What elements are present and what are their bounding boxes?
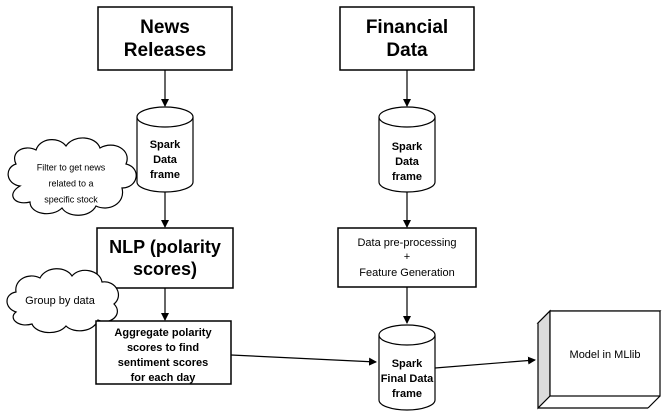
aggregate-line-1: Aggregate polarity [114,327,212,339]
group-by-cloud-label: Group by data [25,295,96,307]
right-spark-dataframe-cylinder: Spark Data frame [378,106,436,193]
aggregate-line-4: for each day [131,372,197,384]
financial-data-line-2: Data [386,40,428,61]
final-df-line-1: Spark [392,358,423,370]
arrow-final-df-to-model [434,356,536,369]
filter-cloud: Filter to get news related to a specific… [7,137,137,216]
left-df-line-3: frame [150,169,180,181]
final-spark-dataframe-cylinder: Spark Final Data frame [378,324,436,411]
preprocessing-line-2: + [404,251,410,263]
nlp-line-1: NLP (polarity [109,237,221,257]
preprocessing-line-3: Feature Generation [359,267,454,279]
aggregate-line-2: scores to find [127,342,199,354]
final-df-line-2: Final Data [381,373,434,385]
nlp-box: NLP (polarity scores) [96,227,234,289]
news-releases-box: News Releases [97,6,233,71]
model-mllib-box: Model in MLlib [536,309,662,410]
right-df-line-1: Spark [392,141,423,153]
nlp-line-2: scores) [133,259,197,279]
right-df-line-3: frame [392,171,422,183]
arrow-aggregate-to-final-df [230,354,377,366]
left-spark-dataframe-cylinder: Spark Data frame [136,106,194,193]
aggregate-box: Aggregate polarity scores to find sentim… [95,320,232,385]
left-df-line-1: Spark [150,139,181,151]
filter-cloud-line-3: specific stock [44,194,98,204]
preprocessing-line-1: Data pre-processing [357,237,456,249]
filter-cloud-line-1: Filter to get news [37,162,106,172]
final-df-line-3: frame [392,388,422,400]
financial-data-box: Financial Data [339,6,475,71]
news-releases-line-2: Releases [124,40,206,61]
financial-data-line-1: Financial [366,17,448,38]
preprocessing-box: Data pre-processing + Feature Generation [337,227,477,288]
group-by-cloud: Group by data [6,268,119,334]
left-df-line-2: Data [153,154,178,166]
aggregate-line-3: sentiment scores [118,357,208,369]
right-df-line-2: Data [395,156,420,168]
filter-cloud-line-2: related to a [48,178,93,188]
model-label: Model in MLlib [570,349,641,361]
news-releases-line-1: News [140,17,190,38]
